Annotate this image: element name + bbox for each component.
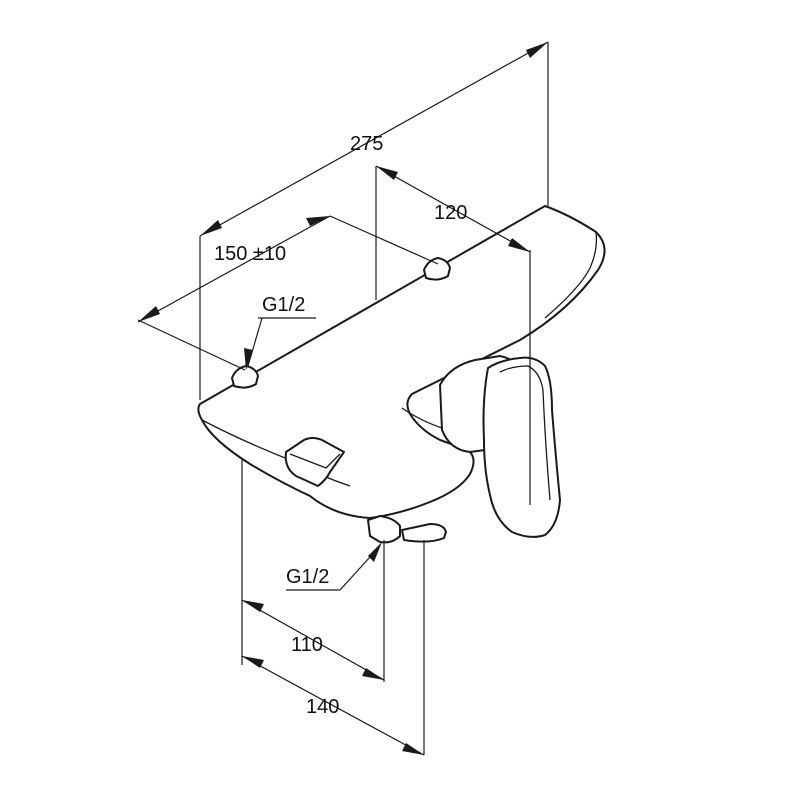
diverter-button xyxy=(284,437,345,487)
arrowhead xyxy=(402,743,424,755)
arrowhead xyxy=(376,166,398,180)
arrowhead xyxy=(200,220,222,236)
inlet-stub-right xyxy=(423,257,451,281)
arrowhead xyxy=(242,600,264,612)
spout-outlet xyxy=(367,515,401,544)
lever-handle-edge xyxy=(499,365,551,501)
label-overall-length: 275 xyxy=(350,133,383,155)
arrowhead xyxy=(508,238,530,252)
dim-line-110 xyxy=(241,599,385,681)
mixer-bar-top xyxy=(197,205,606,519)
mixer-bar-side-edge xyxy=(544,231,598,319)
arrowhead xyxy=(306,216,330,226)
arrowhead xyxy=(138,306,160,322)
arrowhead xyxy=(368,542,382,562)
ext-line-150-left xyxy=(137,319,246,371)
label-outlet-thread: G1/2 xyxy=(286,566,329,588)
dim-line-120 xyxy=(375,165,531,253)
arrowhead xyxy=(526,42,548,58)
arrowhead xyxy=(362,668,384,680)
arrowhead xyxy=(244,348,253,370)
diverter-button-top xyxy=(289,453,341,469)
label-inlet-spacing: 150 ±10 xyxy=(214,243,286,265)
lever-handle xyxy=(482,356,561,538)
label-inlet-thread: G1/2 xyxy=(262,294,305,316)
leader-inlet xyxy=(247,317,263,367)
dim-line-140 xyxy=(241,655,425,756)
mixer-body xyxy=(197,205,606,544)
arrowhead xyxy=(242,656,264,668)
dim-line-150 xyxy=(137,215,331,323)
label-spout-offset-2: 140 xyxy=(306,696,339,718)
ext-line-150-right xyxy=(329,215,439,265)
label-handle-offset: 120 xyxy=(434,202,467,224)
dimension-lines xyxy=(137,41,549,756)
dim-line-275 xyxy=(199,41,549,237)
label-spout-offset-1: 110 xyxy=(291,634,323,656)
spout-outlet-ring xyxy=(401,523,447,543)
inlet-stub-left xyxy=(231,365,259,389)
dimension-labels: 275 120 150 ±10 G1/2 G1/2 110 140 xyxy=(214,133,467,718)
